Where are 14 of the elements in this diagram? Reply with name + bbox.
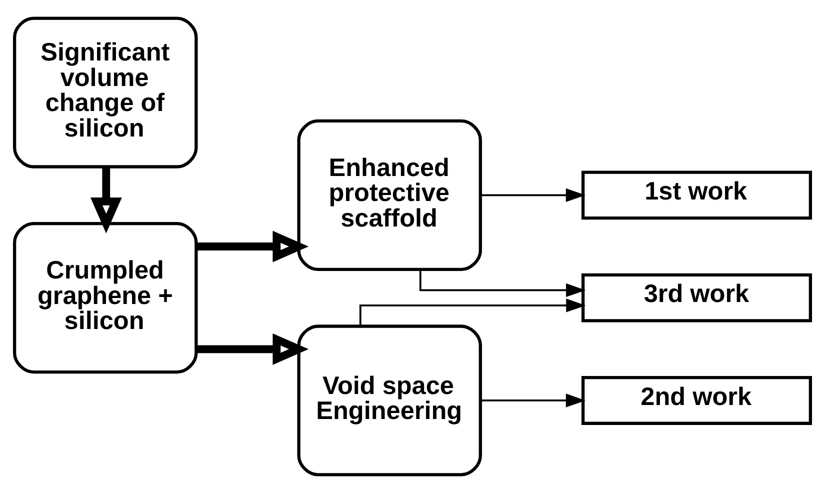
arrow: [480, 393, 586, 407]
arrow: [480, 188, 586, 202]
arrow: [196, 332, 309, 364]
node-box: Void space Engineering: [297, 324, 482, 476]
arrow: [90, 166, 122, 233]
node-box: Crumpled graphene + silicon: [12, 222, 198, 374]
arrow: [196, 230, 309, 262]
arrow: [419, 269, 586, 297]
node-box: 2nd work: [581, 375, 812, 424]
node-box: Enhanced protective scaffold: [297, 118, 482, 270]
node-box: 3rd work: [581, 272, 812, 322]
node-box: Significant volume change of silicon: [12, 16, 198, 168]
node-box: 1st work: [581, 170, 812, 220]
arrow: [359, 298, 586, 326]
